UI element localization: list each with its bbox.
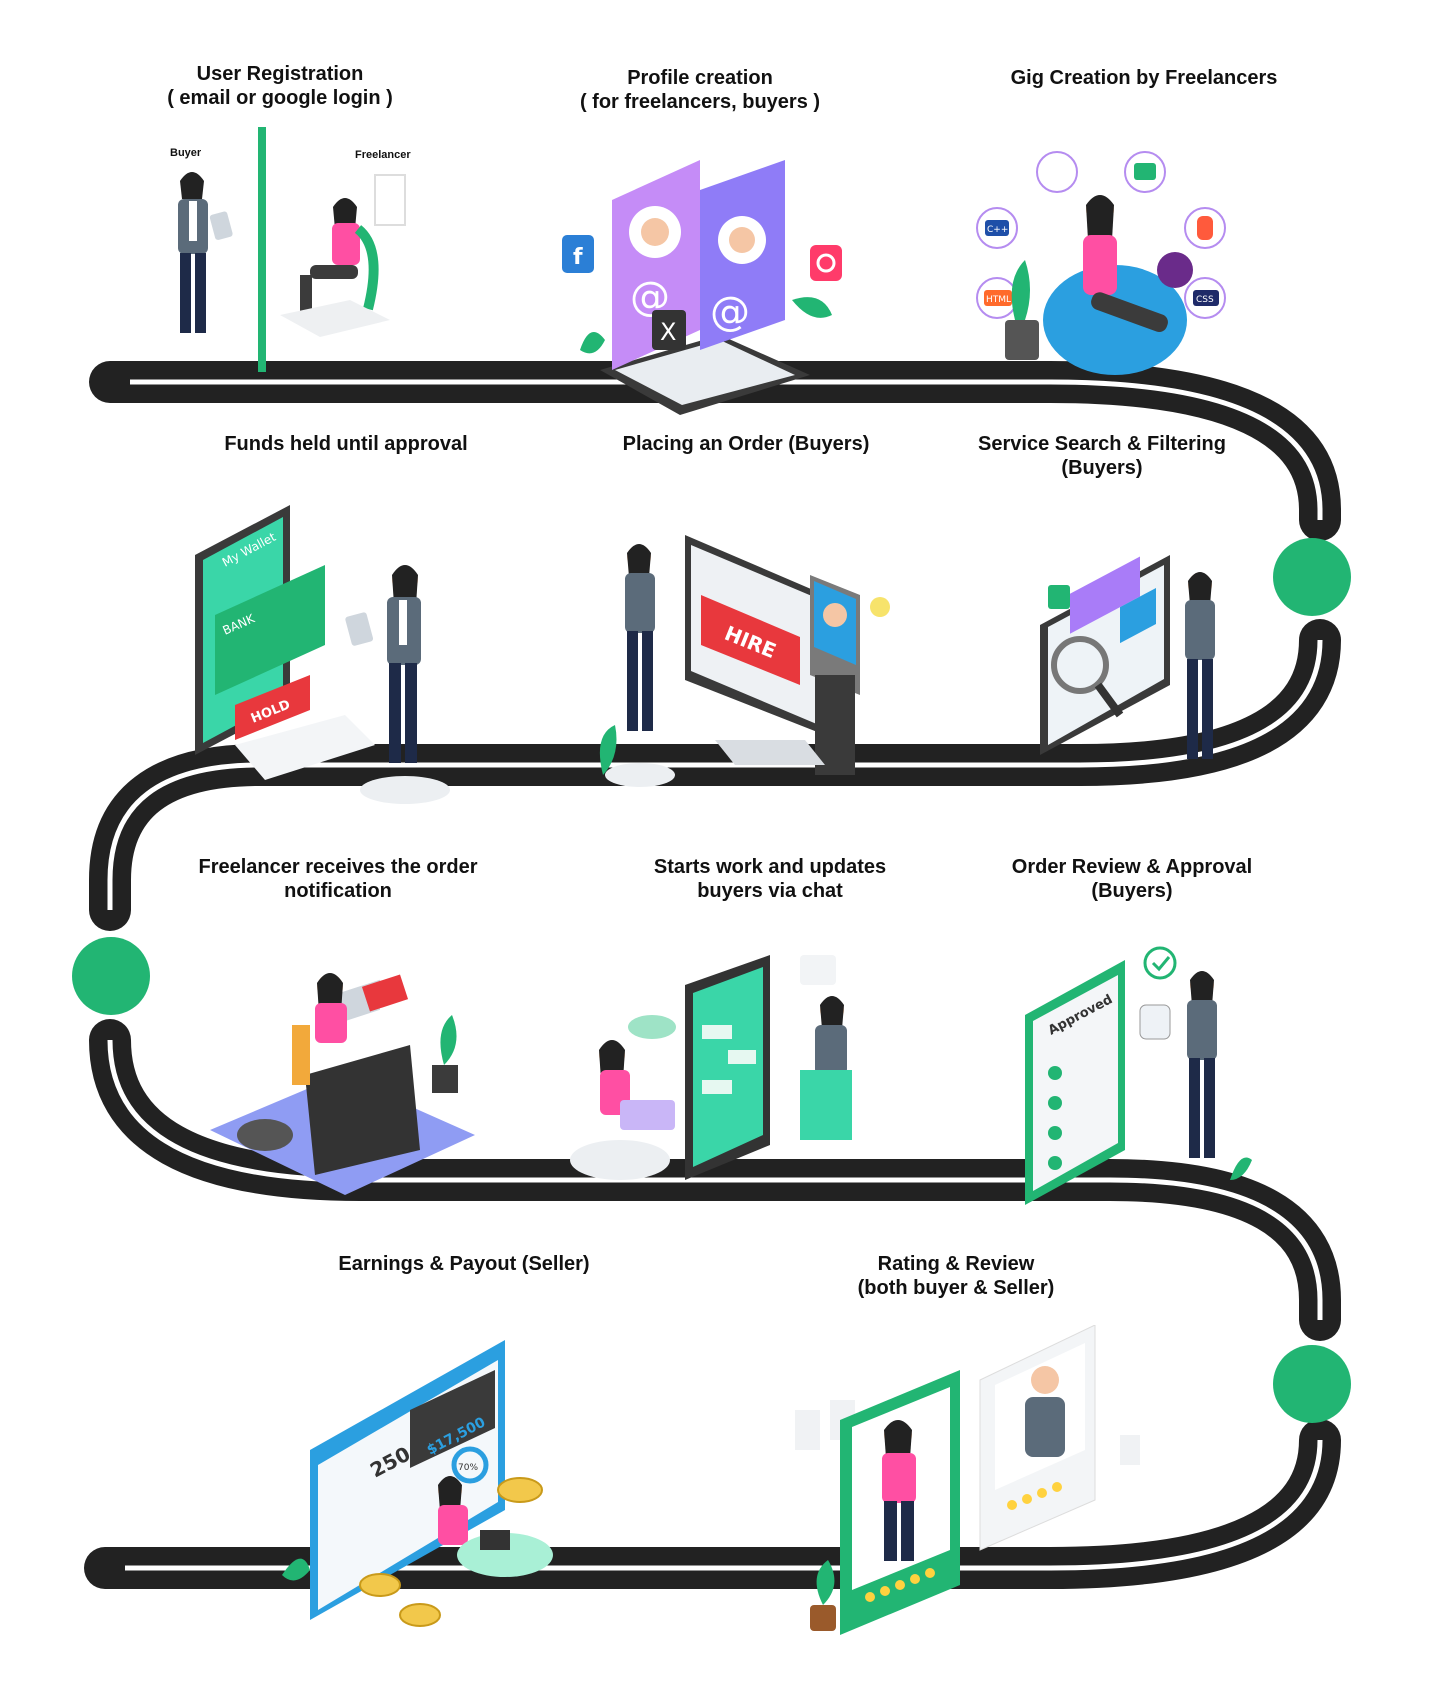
step-label-profile-creation: Profile creation( for freelancers, buyer… bbox=[579, 67, 821, 113]
step-label-service-search: Service Search & Filtering(Buyers) bbox=[978, 433, 1226, 479]
coin-icon bbox=[359, 1477, 543, 1627]
illustration-profile-creation: @ @ f X bbox=[560, 160, 850, 420]
checkmark-icon bbox=[1143, 946, 1177, 980]
magnifier-icon bbox=[1051, 636, 1109, 694]
step-label-placing-order: Placing an Order (Buyers) bbox=[622, 433, 870, 455]
star-icon bbox=[865, 1482, 1062, 1602]
svg-text:@: @ bbox=[710, 289, 750, 335]
instagram-icon bbox=[810, 245, 842, 281]
illustration-registration: Buyer Freelancer bbox=[150, 125, 430, 375]
facebook-icon bbox=[562, 235, 594, 273]
figma-icon bbox=[1197, 216, 1213, 240]
step-label-order-review: Order Review & Approval(Buyers) bbox=[1011, 856, 1253, 902]
illustration-order-review: Approved bbox=[1025, 945, 1255, 1215]
illustration-gig-creation: C++ HTML CSS bbox=[975, 150, 1240, 400]
milestone-dot bbox=[72, 937, 150, 1015]
lightbulb-icon bbox=[870, 597, 890, 617]
illustration-starts-work bbox=[570, 955, 890, 1205]
illustration-funds-held: My Wallet BANK HOLD bbox=[195, 505, 465, 810]
illustration-rating-review bbox=[790, 1324, 1140, 1645]
step-label-earnings-payout: Earnings & Payout (Seller) bbox=[338, 1253, 590, 1275]
illustration-freelancer-receives bbox=[210, 965, 480, 1195]
milestone-dot bbox=[1273, 538, 1351, 616]
step-label-user-registration: User Registration( email or google login… bbox=[167, 63, 393, 109]
svg-text:70%: 70% bbox=[458, 1463, 478, 1473]
step-label-rating-review: Rating & Review(both buyer & Seller) bbox=[857, 1253, 1055, 1299]
checkmark-icon bbox=[1048, 585, 1070, 609]
step-label-gig-creation: Gig Creation by Freelancers bbox=[1010, 67, 1278, 89]
code-icon bbox=[1134, 163, 1156, 180]
svg-text:f: f bbox=[573, 245, 583, 270]
road-center-line bbox=[107, 379, 1323, 1571]
x-icon bbox=[652, 310, 686, 350]
svg-text:CSS: CSS bbox=[1196, 295, 1214, 305]
envelope-icon bbox=[361, 974, 409, 1012]
freelancer-tag: Freelancer bbox=[355, 149, 411, 161]
step-label-funds-held: Funds held until approval bbox=[224, 433, 468, 455]
thumbs-up-icon bbox=[1139, 1004, 1171, 1040]
illustration-service-search bbox=[1030, 555, 1240, 795]
illustration-earnings-payout: $17,500 250 70% bbox=[280, 1340, 570, 1645]
illustration-placing-order: HIRE bbox=[595, 515, 905, 800]
buyer-tag: Buyer bbox=[170, 147, 202, 159]
chat-bubble-icon bbox=[628, 1015, 676, 1039]
svg-text:X: X bbox=[660, 318, 676, 346]
svg-text:HTML: HTML bbox=[986, 295, 1011, 305]
milestone-dot bbox=[1273, 1345, 1351, 1423]
svg-text:C++: C++ bbox=[987, 225, 1008, 235]
